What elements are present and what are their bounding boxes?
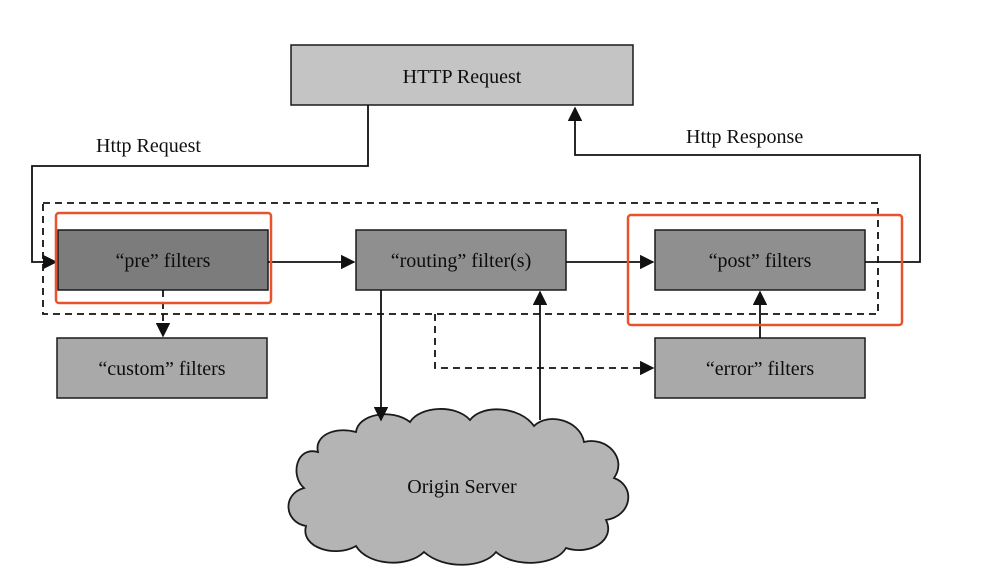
pre-filters-highlight: [54, 211, 273, 305]
pre-filters-label: “pre” filters: [116, 250, 211, 272]
http-request-node: HTTP Request: [290, 44, 634, 106]
to-error-edge: [434, 314, 655, 376]
custom-filters-label: “custom” filters: [98, 358, 225, 380]
origin-server-label: Origin Server: [407, 476, 517, 498]
origin-server-cloud: Origin Server: [287, 408, 630, 566]
pre-filters-node: “pre” filters: [57, 229, 269, 291]
routing-filters-label: “routing” filter(s): [391, 250, 532, 272]
routing-filters-node: “routing” filter(s): [355, 229, 567, 291]
filter-chain-boundary: [42, 202, 879, 315]
custom-filters-node: “custom” filters: [56, 337, 268, 399]
http-request-edge: [31, 105, 369, 270]
http-request-edge-label: Http Request: [96, 135, 201, 157]
post-filters-node: “post” filters: [654, 229, 866, 291]
post-filters-highlight: [626, 213, 904, 327]
http-request-node-label: HTTP Request: [403, 66, 522, 88]
error-filters-node: “error” filters: [654, 337, 866, 399]
post-filters-label: “post” filters: [709, 250, 812, 272]
http-response-edge-label: Http Response: [686, 126, 803, 148]
error-filters-label: “error” filters: [706, 358, 814, 380]
